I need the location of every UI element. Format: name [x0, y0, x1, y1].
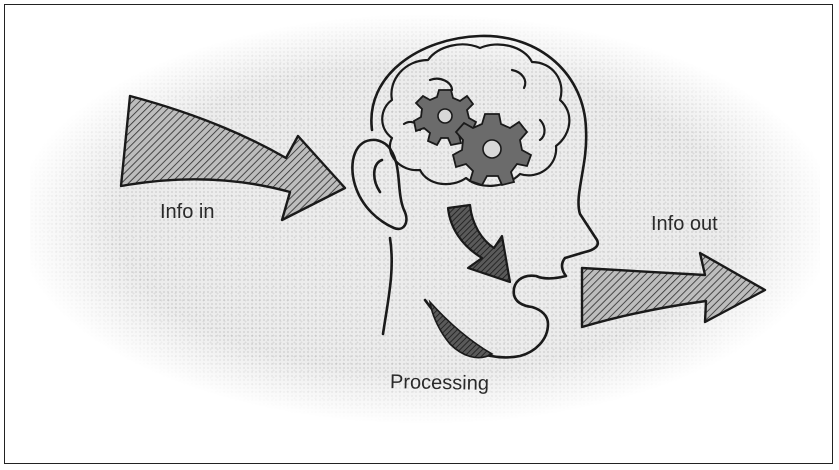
curved-arrow-icon — [448, 205, 510, 282]
processing-label: Processing — [390, 371, 489, 396]
info-in-label: Info in — [160, 201, 214, 224]
info-out-label: Info out — [651, 213, 718, 236]
arrow-in-icon — [121, 96, 345, 220]
neck-shading — [430, 302, 492, 358]
arrow-out-icon — [582, 253, 765, 327]
